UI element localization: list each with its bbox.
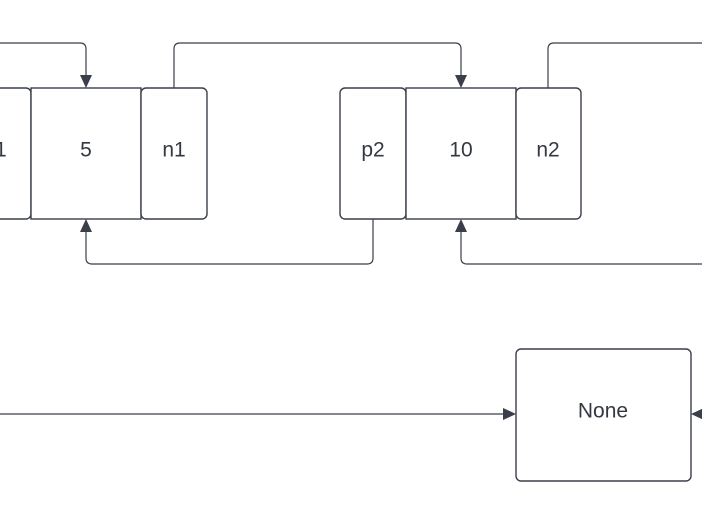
node-5-prev-label: p1	[0, 139, 7, 162]
arrow-p2-to-node-5-head	[80, 219, 92, 232]
node-5-value-cell	[30, 87, 142, 220]
node-10-prev-label: p2	[361, 139, 384, 162]
none-terminal: None	[515, 348, 692, 482]
node-10-value-label: 10	[449, 139, 472, 162]
arrow-n2-outgoing	[547, 42, 702, 88]
arrow-n1-to-node-10	[173, 42, 462, 88]
arrow-into-node-10-bottom-head	[455, 219, 467, 232]
node-10-next-label: n2	[536, 139, 559, 162]
arrow-into-none-right-head	[691, 408, 702, 420]
none-box	[515, 348, 692, 482]
node-10-value-cell	[405, 87, 517, 220]
arrow-p2-to-node-5	[85, 219, 374, 265]
arrow-into-node-5-top-head	[80, 75, 92, 88]
arrow-n1-to-node-10-head	[455, 75, 467, 88]
node-5: p1 5 n1	[0, 87, 208, 220]
arrow-into-node-10-bottom	[460, 232, 702, 265]
arrow-into-none-left-head	[503, 408, 516, 420]
node-10: p2 10 n2	[339, 87, 582, 220]
none-label: None	[578, 400, 628, 423]
node-5-value-label: 5	[80, 139, 92, 162]
arrow-into-node-5-top	[0, 42, 87, 76]
node-5-next-label: n1	[162, 139, 185, 162]
